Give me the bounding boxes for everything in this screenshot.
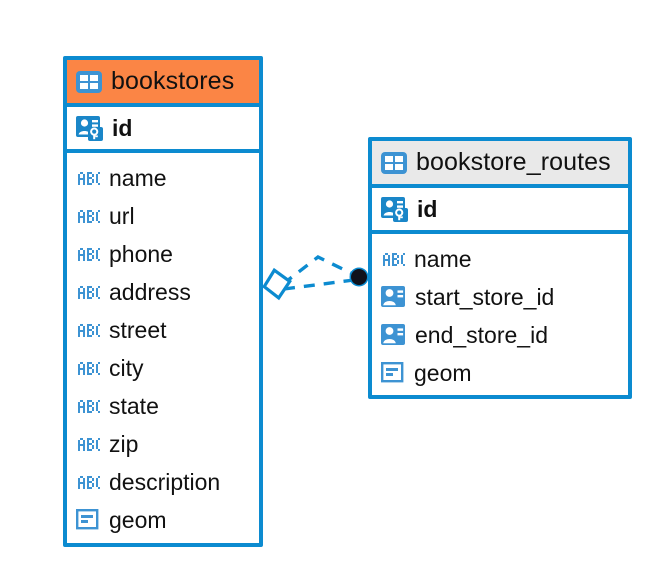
field-label: phone [109,240,173,267]
abc-text-icon [76,171,100,185]
abc-text-icon [76,361,100,375]
abc-text-icon [76,285,100,299]
field-row-name[interactable]: name [67,159,259,197]
field-label: geom [109,506,167,533]
field-row-id[interactable]: id [67,107,259,153]
field-row-description[interactable]: description [67,463,259,501]
primary-key-icon [76,115,103,141]
foreign-key-icon [381,324,406,346]
relationship-target-marker-circle-icon[interactable] [349,267,369,287]
abc-text-icon [76,323,100,337]
field-row-phone[interactable]: phone [67,235,259,273]
field-label: address [109,278,191,305]
field-label: name [109,164,167,191]
field-label: end_store_id [415,321,548,348]
entity-title: bookstore_routes [416,148,611,176]
field-row-zip[interactable]: zip [67,425,259,463]
abc-text-icon [76,475,100,489]
entity-header-bookstore-routes[interactable]: bookstore_routes [372,141,628,188]
field-label: start_store_id [415,283,555,310]
entity-header-bookstores[interactable]: bookstores [67,60,259,107]
field-row-id[interactable]: id [372,188,628,234]
field-label: name [414,245,472,272]
foreign-key-icon [381,286,406,308]
relationship-line [281,255,356,291]
field-row-address[interactable]: address [67,273,259,311]
abc-text-icon [76,437,100,451]
field-row-street[interactable]: street [67,311,259,349]
field-row-start-store-id[interactable]: start_store_id [372,278,628,316]
field-row-geom[interactable]: geom [372,354,628,392]
field-label: id [417,195,438,222]
field-row-url[interactable]: url [67,197,259,235]
geometry-icon [76,509,100,531]
field-label: geom [414,359,472,386]
relationship-source-marker-diamond-icon[interactable] [262,267,292,301]
abc-text-icon [76,399,100,413]
field-list-bookstores: name u [67,153,259,546]
field-label: state [109,392,159,419]
field-label: description [109,468,221,495]
table-icon [76,70,102,93]
primary-key-icon [381,196,408,222]
entity-title: bookstores [111,67,235,95]
field-row-end-store-id[interactable]: end_store_id [372,316,628,354]
field-label: id [112,114,133,141]
entity-bookstore-routes[interactable]: bookstore_routes id [368,137,632,399]
field-row-city[interactable]: city [67,349,259,387]
field-row-name[interactable]: name [372,240,628,278]
abc-text-icon [76,247,100,261]
field-label: zip [109,430,139,457]
field-label: city [109,354,144,381]
abc-text-icon [381,252,405,266]
entity-bookstores[interactable]: bookstores id [63,56,263,547]
field-list-bookstore-routes: name start_store_id [372,234,628,399]
field-row-geom[interactable]: geom [67,501,259,539]
field-row-state[interactable]: state [67,387,259,425]
abc-text-icon [76,209,100,223]
table-icon [381,151,407,174]
field-label: street [109,316,167,343]
field-label: url [109,202,135,229]
geometry-icon [381,362,405,384]
